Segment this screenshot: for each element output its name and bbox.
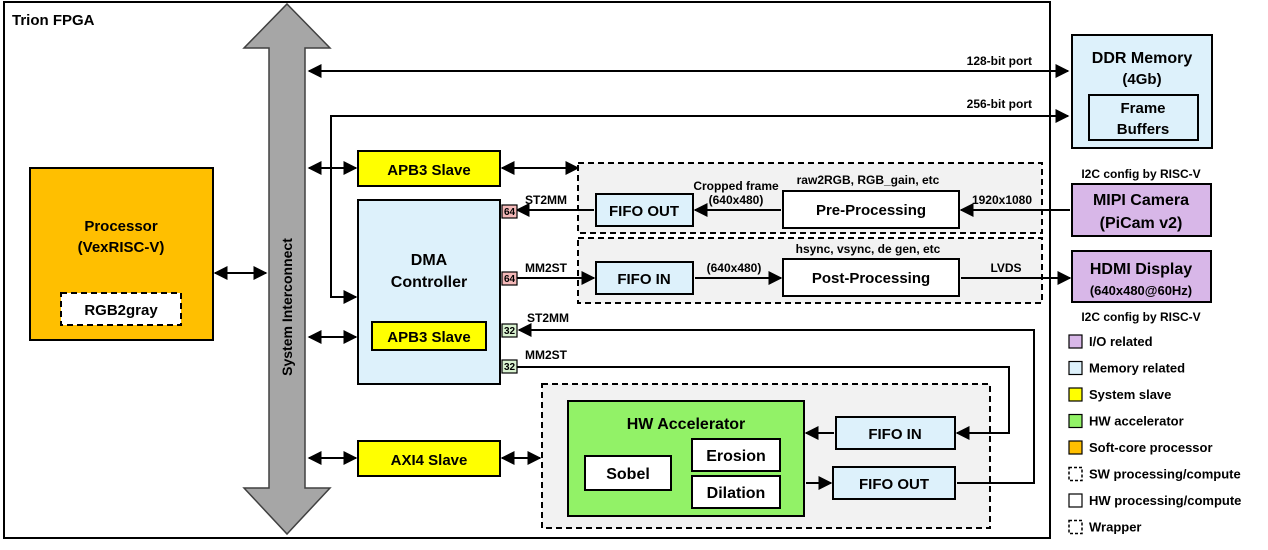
port-256-arrow [330,109,1070,304]
legend-swatch [1068,334,1083,349]
rgb2gray-label: RGB2gray [84,302,158,319]
dma-title-2: Controller [391,274,467,291]
post-processing-block [782,258,960,297]
mipi-title-2: (PiCam v2) [1100,215,1183,232]
badge-32-top [501,323,518,338]
hdmi-display [1071,250,1212,303]
hdmi-title-2: (640x480@60Hz) [1090,283,1192,298]
rgb2gray-block [60,292,182,326]
legend-swatch [1068,360,1083,376]
badge-64-bot [501,271,518,286]
erosion-label: Erosion [706,448,766,465]
mm2st-top-label: MM2ST [525,261,568,275]
hw-fifo-out-label: FIFO OUT [859,476,929,493]
dilation-block [691,475,781,509]
legend-swatch [1068,519,1083,535]
mm2st-bot-label: MM2ST [525,348,568,362]
mipi-camera [1071,183,1212,237]
badge-32-bot-label: 32 [504,362,516,373]
legend-swatch [1068,440,1083,455]
axi4-slave [357,440,501,477]
hdmi-title-1: HDMI Display [1090,261,1192,278]
pre-processing-block [782,190,960,229]
dilation-label: Dilation [707,485,766,502]
mm2st-to-hw-fifo-in [517,366,1010,440]
pre-fifo-out-label: FIFO OUT [609,203,679,220]
post-processing-note: hsync, vsync, de gen, etc [796,242,941,256]
ddr-title-1: DDR Memory [1092,50,1193,67]
legend-label: HW processing/compute [1089,493,1241,508]
processor-title: Processor [84,218,158,235]
axi4-slave-label: AXI4 Slave [391,452,468,469]
sobel-label: Sobel [606,466,650,483]
processor-subtitle: (VexRISC-V) [78,239,165,256]
st2mm-top-label: ST2MM [525,193,567,207]
badge-32-top-label: 32 [504,326,516,337]
hw-accelerator-title: HW Accelerator [627,416,746,433]
fpga-label: Trion FPGA [12,12,95,29]
legend-label: Soft-core processor [1089,440,1213,455]
st2mm-bot-label: ST2MM [527,311,569,325]
post-fifo-in-label: FIFO IN [617,271,670,288]
hw-fifo-in [835,416,956,450]
erosion-block [691,438,781,472]
port-128-label: 128-bit port [967,54,1032,68]
legend-swatch [1068,387,1083,402]
hw-fifo-in-label: FIFO IN [868,426,921,443]
apb3-slave-dma [371,321,487,351]
apb3-slave-dma-label: APB3 Slave [387,329,470,346]
lvds-label: LVDS [990,261,1021,275]
dma-title-1: DMA [411,252,448,269]
post-resolution: (640x480) [707,261,762,275]
frame-buffers-2: Buffers [1117,121,1170,138]
legend-label: I/O related [1089,334,1153,349]
hw-fifo-out-to-st2mm [517,323,1035,484]
mipi-title-1: MIPI Camera [1093,192,1189,209]
legend-swatch [1068,413,1083,429]
legend-label: HW accelerator [1089,414,1184,429]
port-256-label: 256-bit port [967,97,1032,111]
pre-processing-label: Pre-Processing [816,202,926,219]
badge-64-bot-label: 64 [504,274,516,285]
pre-fifo-out [595,193,694,227]
legend-label: SW processing/compute [1089,467,1241,482]
post-processing-label: Post-Processing [812,270,930,287]
cropped-frame-1: Cropped frame [693,179,779,193]
legend-label: Wrapper [1089,520,1142,535]
frame-buffers [1088,94,1199,141]
post-fifo-in [595,261,694,295]
dma-controller [357,199,501,385]
badge-64-top-label: 64 [504,207,516,218]
interconnect-label: System Interconnect [279,238,295,376]
system-interconnect [242,2,332,536]
legend-swatch [1068,493,1083,508]
cropped-frame-2: (640x480) [709,193,764,207]
apb3-slave-top-label: APB3 Slave [387,162,470,179]
ddr-title-2: (4Gb) [1122,71,1161,88]
hdmi-config: I2C config by RISC-V [1081,310,1200,324]
input-resolution: 1920x1080 [972,193,1032,207]
legend-swatch [1068,466,1083,482]
frame-buffers-1: Frame [1120,100,1165,117]
legend-label: Memory related [1089,361,1185,376]
hw-fifo-out [832,466,956,500]
sobel-block [584,455,672,491]
badge-64-top [501,204,518,219]
pre-processing-note: raw2RGB, RGB_gain, etc [797,173,940,187]
legend-label: System slave [1089,387,1171,402]
mipi-config: I2C config by RISC-V [1081,167,1200,181]
